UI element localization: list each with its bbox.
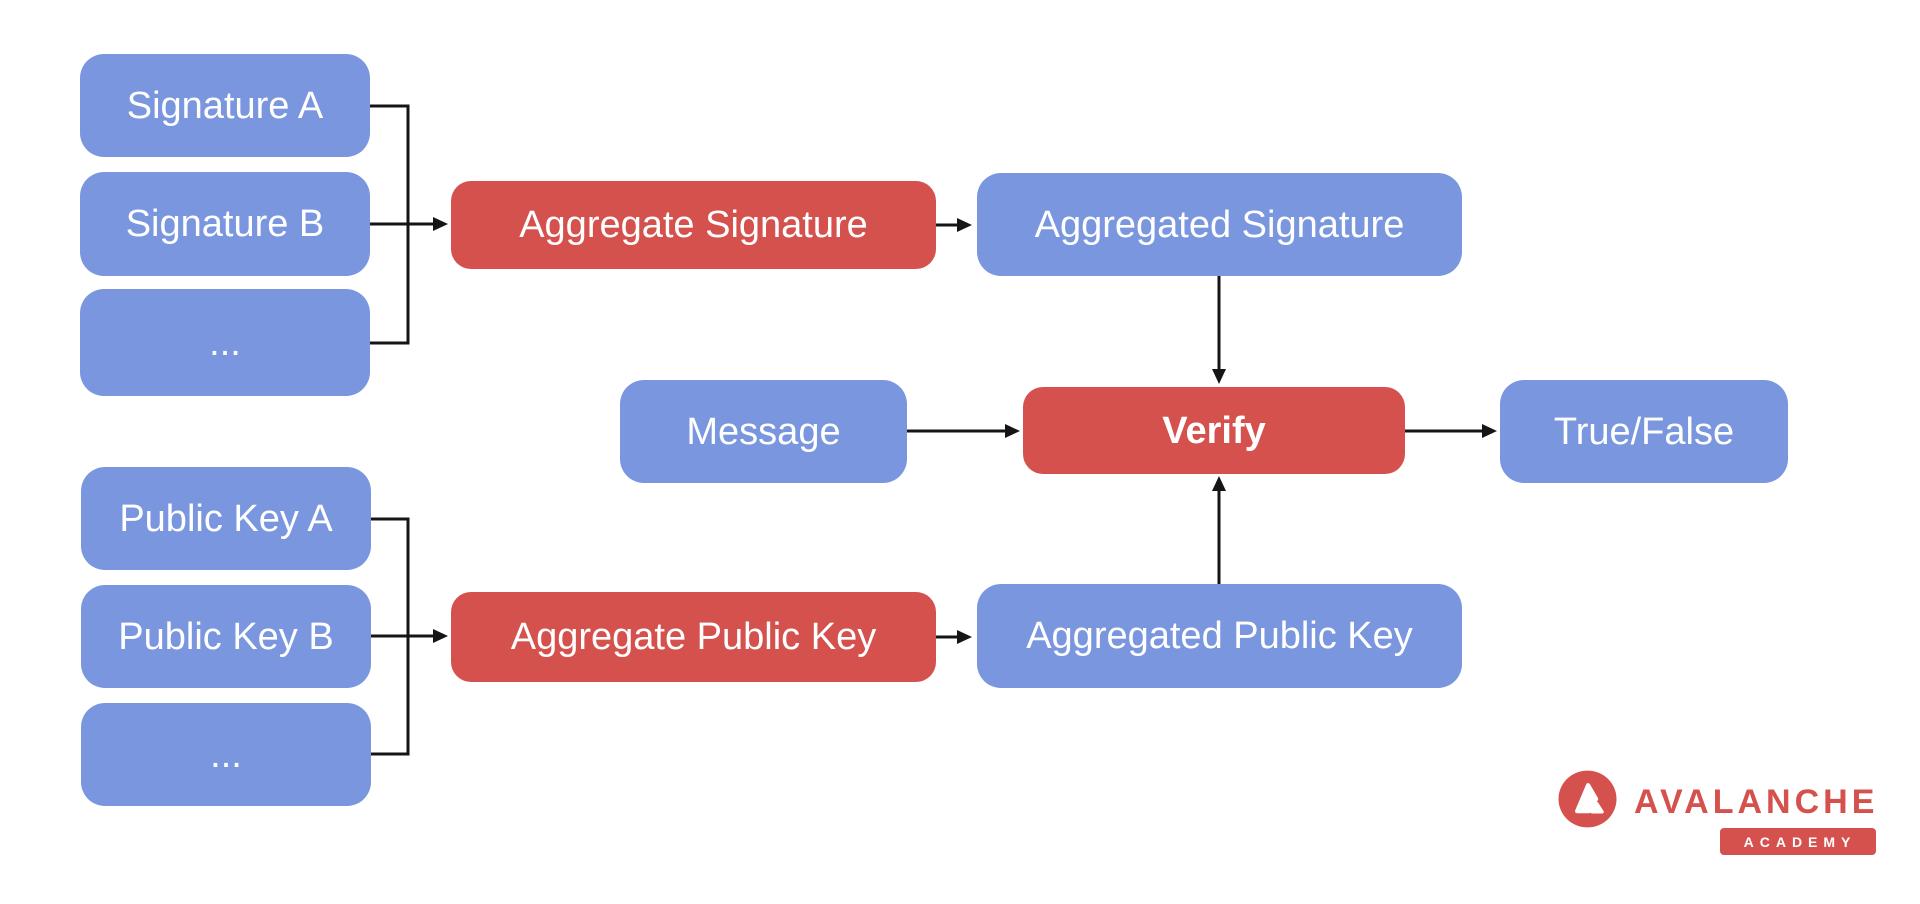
- node-public-key-b: Public Key B: [81, 585, 371, 688]
- node-label: Aggregated Public Key: [1026, 615, 1413, 657]
- node-public-key-a: Public Key A: [81, 467, 371, 570]
- node-signature-more: ...: [80, 289, 370, 396]
- node-label: Message: [686, 410, 841, 453]
- node-label: Verify: [1162, 409, 1266, 452]
- node-signature-a: Signature A: [80, 54, 370, 157]
- node-label: Aggregated Signature: [1034, 203, 1405, 246]
- node-label: Aggregate Signature: [519, 204, 868, 246]
- node-verify: Verify: [1023, 387, 1405, 474]
- node-aggregated-signature: Aggregated Signature: [977, 173, 1462, 276]
- node-label: ...: [210, 733, 242, 776]
- node-label: Public Key B: [118, 615, 334, 658]
- node-message: Message: [620, 380, 907, 483]
- node-label: ...: [209, 321, 241, 364]
- avalanche-academy-logo: AVALANCHE ACADEMY: [1558, 770, 1888, 860]
- node-label: True/False: [1553, 410, 1735, 453]
- node-aggregate-signature: Aggregate Signature: [451, 181, 936, 269]
- node-label: Signature B: [125, 203, 325, 245]
- node-true-false: True/False: [1500, 380, 1788, 483]
- node-aggregate-public-key: Aggregate Public Key: [451, 592, 936, 682]
- avalanche-logo-icon: [1558, 770, 1617, 828]
- node-signature-b: Signature B: [80, 172, 370, 276]
- academy-badge: ACADEMY: [1720, 828, 1876, 855]
- node-label: Public Key A: [119, 497, 333, 540]
- node-aggregated-public-key: Aggregated Public Key: [977, 584, 1462, 688]
- node-label: Aggregate Public Key: [510, 616, 877, 658]
- node-label: Signature A: [126, 84, 324, 127]
- avalanche-wordmark: AVALANCHE: [1634, 783, 1879, 821]
- node-public-key-more: ...: [81, 703, 371, 806]
